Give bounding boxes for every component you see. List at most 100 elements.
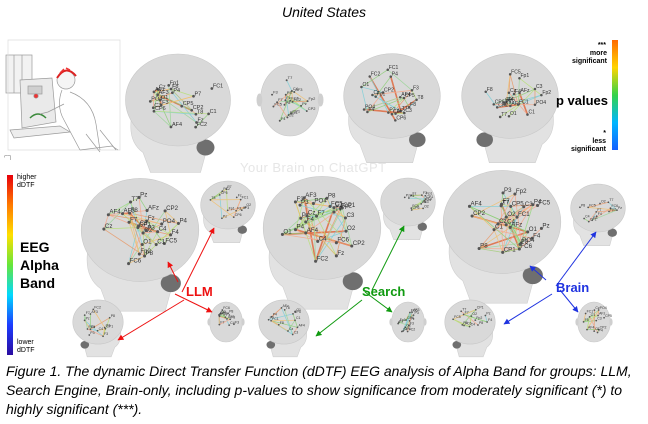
arrow: [364, 291, 393, 313]
svg-text:F4: F4: [281, 116, 286, 121]
svg-text:P8: P8: [286, 100, 292, 105]
svg-text:AF3: AF3: [305, 192, 317, 199]
svg-text:Cz: Cz: [510, 88, 517, 94]
svg-text:P4: P4: [179, 217, 187, 224]
head-diagram: PO4CP2C3C1CzAF4P4O1F8AFzCP5FC1T8P7CP6Fp1…: [125, 53, 231, 173]
svg-text:FC2: FC2: [223, 187, 230, 191]
svg-text:P3: P3: [147, 224, 155, 231]
svg-text:T8: T8: [418, 95, 424, 101]
svg-text:CP1: CP1: [220, 311, 227, 315]
svg-text:CP1: CP1: [590, 218, 597, 222]
svg-text:Fp1: Fp1: [170, 80, 179, 86]
arrow: [315, 299, 363, 337]
svg-text:PO4: PO4: [151, 96, 162, 102]
svg-text:FC6: FC6: [611, 204, 618, 208]
svg-text:CP2: CP2: [166, 205, 179, 212]
svg-text:P7: P7: [506, 99, 512, 105]
watermark: Your Brain on ChatGPT: [240, 160, 387, 175]
svg-text:P8: P8: [328, 192, 336, 199]
svg-text:AF3: AF3: [91, 310, 97, 314]
svg-text:C1: C1: [210, 109, 217, 115]
svg-text:Fp2: Fp2: [476, 316, 482, 320]
svg-text:FC1: FC1: [519, 100, 529, 106]
svg-text:⌐┐: ⌐┐: [4, 153, 13, 160]
svg-text:PO4: PO4: [163, 218, 176, 225]
head-diagram: AF3FzO2PzCP1C4FC6P3P8F7Fp2FC5F4T7PO4CP2C…: [80, 178, 200, 312]
ddtf-colorbar: [7, 175, 13, 355]
arrow: [174, 293, 213, 313]
svg-text:FC2: FC2: [409, 327, 416, 331]
svg-text:T7: T7: [462, 307, 466, 311]
svg-text:Fp2: Fp2: [341, 203, 352, 210]
svg-text:C3: C3: [154, 103, 161, 109]
svg-text:F4: F4: [307, 216, 315, 223]
svg-text:CP2: CP2: [384, 88, 394, 94]
svg-text:CP5: CP5: [221, 191, 228, 195]
svg-text:AF4: AF4: [588, 326, 594, 330]
ddtf-legend-bottom-label: lower dDTF: [17, 339, 35, 354]
svg-text:C4: C4: [293, 86, 299, 91]
svg-text:P4: P4: [507, 97, 513, 103]
svg-text:Pz: Pz: [86, 316, 90, 320]
svg-text:T8: T8: [197, 109, 203, 115]
svg-text:AFz: AFz: [283, 304, 289, 308]
svg-text:P3: P3: [221, 312, 225, 316]
svg-text:O1: O1: [283, 228, 292, 235]
svg-text:C1: C1: [296, 316, 301, 320]
svg-text:AFz: AFz: [511, 221, 522, 228]
svg-text:AF4: AF4: [471, 200, 483, 207]
svg-text:F3: F3: [235, 320, 239, 324]
svg-text:C4: C4: [99, 327, 104, 331]
svg-text:F3: F3: [162, 100, 168, 106]
svg-text:AFz: AFz: [599, 311, 605, 315]
svg-text:FC6: FC6: [465, 321, 472, 325]
group-label-search: Search: [362, 284, 406, 299]
svg-text:FC6: FC6: [223, 306, 230, 310]
svg-text:CP2: CP2: [308, 106, 316, 111]
svg-text:F8: F8: [172, 84, 178, 90]
svg-text:CP1: CP1: [106, 325, 113, 329]
svg-text:Fz: Fz: [91, 325, 95, 329]
svg-text:O1: O1: [143, 239, 152, 246]
svg-text:CP5: CP5: [605, 314, 612, 318]
eeg-label-line-3: Band: [20, 275, 55, 291]
svg-text:C1: C1: [591, 313, 596, 317]
svg-text:Cz: Cz: [105, 223, 113, 230]
svg-text:C4: C4: [427, 198, 432, 202]
svg-text:FC6: FC6: [412, 204, 419, 208]
svg-text:Cz: Cz: [373, 90, 380, 96]
head-diagram: O2PzCP1C4FC6P3P8F7Fp2FC5F4T7PO4CP2C3C1Cz…: [442, 170, 562, 304]
svg-text:Fp1: Fp1: [377, 92, 386, 98]
svg-text:F7: F7: [503, 198, 511, 205]
svg-text:F7: F7: [597, 208, 601, 212]
p-values-label: p values: [555, 93, 608, 108]
svg-text:F7: F7: [465, 310, 469, 314]
svg-text:O2: O2: [472, 312, 477, 316]
svg-text:F8: F8: [487, 87, 493, 93]
svg-text:P4: P4: [173, 88, 180, 94]
svg-text:AF3: AF3: [159, 90, 169, 96]
svg-text:F7: F7: [278, 97, 283, 102]
svg-text:F3: F3: [413, 85, 419, 91]
svg-text:FC2: FC2: [94, 305, 101, 309]
svg-text:O2: O2: [507, 211, 516, 218]
group-label-llm: LLM: [186, 284, 213, 299]
svg-text:F4: F4: [488, 318, 492, 322]
svg-text:CP1: CP1: [292, 109, 300, 114]
svg-text:Fp2: Fp2: [610, 208, 616, 212]
svg-text:C1: C1: [157, 239, 165, 246]
svg-text:AF3: AF3: [124, 208, 136, 215]
svg-text:C3: C3: [525, 201, 533, 208]
svg-text:P7: P7: [194, 91, 201, 97]
svg-text:O1: O1: [296, 308, 301, 312]
svg-text:FC6: FC6: [411, 308, 418, 312]
svg-text:C4: C4: [585, 214, 590, 218]
svg-text:AFz: AFz: [397, 109, 406, 115]
figure-caption: Figure 1. The dynamic Direct Transfer Fu…: [6, 363, 632, 417]
eeg-label-line-2: Alpha: [20, 257, 59, 273]
svg-text:Pz: Pz: [302, 101, 307, 106]
